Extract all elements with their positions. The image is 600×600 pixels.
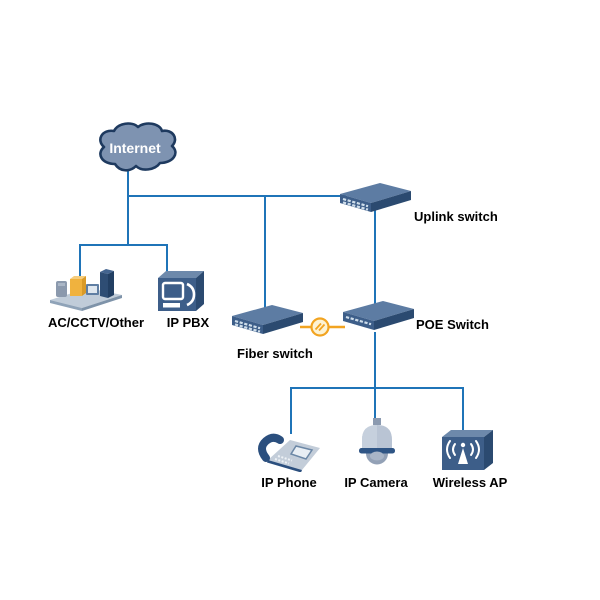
uplink-switch-node <box>335 178 415 220</box>
fiber-switch-node <box>227 300 307 342</box>
internet-label: Internet <box>109 140 161 156</box>
wireless-ap-label: Wireless AP <box>432 475 508 490</box>
poe-switch-node <box>338 296 418 338</box>
ip-camera-label: IP Camera <box>344 475 408 490</box>
internet-node: Internet <box>90 120 180 176</box>
network-switch-icon <box>232 305 303 334</box>
ip-phone-label: IP Phone <box>261 475 317 490</box>
fiber-connector-icon <box>310 317 330 337</box>
network-switch-icon <box>340 183 411 212</box>
uplink-switch-label: Uplink switch <box>414 209 498 224</box>
ip-pbx-node <box>154 266 206 314</box>
access-point-icon <box>442 430 493 470</box>
fiber-switch-label: Fiber switch <box>237 346 313 361</box>
pbx-box-icon <box>158 271 204 311</box>
desk-phone-icon <box>258 433 320 473</box>
ac-cctv-label: AC/CCTV/Other <box>47 315 145 330</box>
ip-pbx-label: IP PBX <box>166 315 210 330</box>
ip-phone-node <box>256 426 324 473</box>
cloud-icon: Internet <box>99 122 177 172</box>
network-switch-icon <box>343 301 414 330</box>
poe-switch-label: POE Switch <box>416 317 489 332</box>
device-group-icon <box>50 269 122 311</box>
ac-cctv-node <box>48 262 124 314</box>
ip-camera-node <box>354 416 400 470</box>
wireless-ap-node <box>440 424 494 472</box>
dome-camera-icon <box>359 418 395 465</box>
